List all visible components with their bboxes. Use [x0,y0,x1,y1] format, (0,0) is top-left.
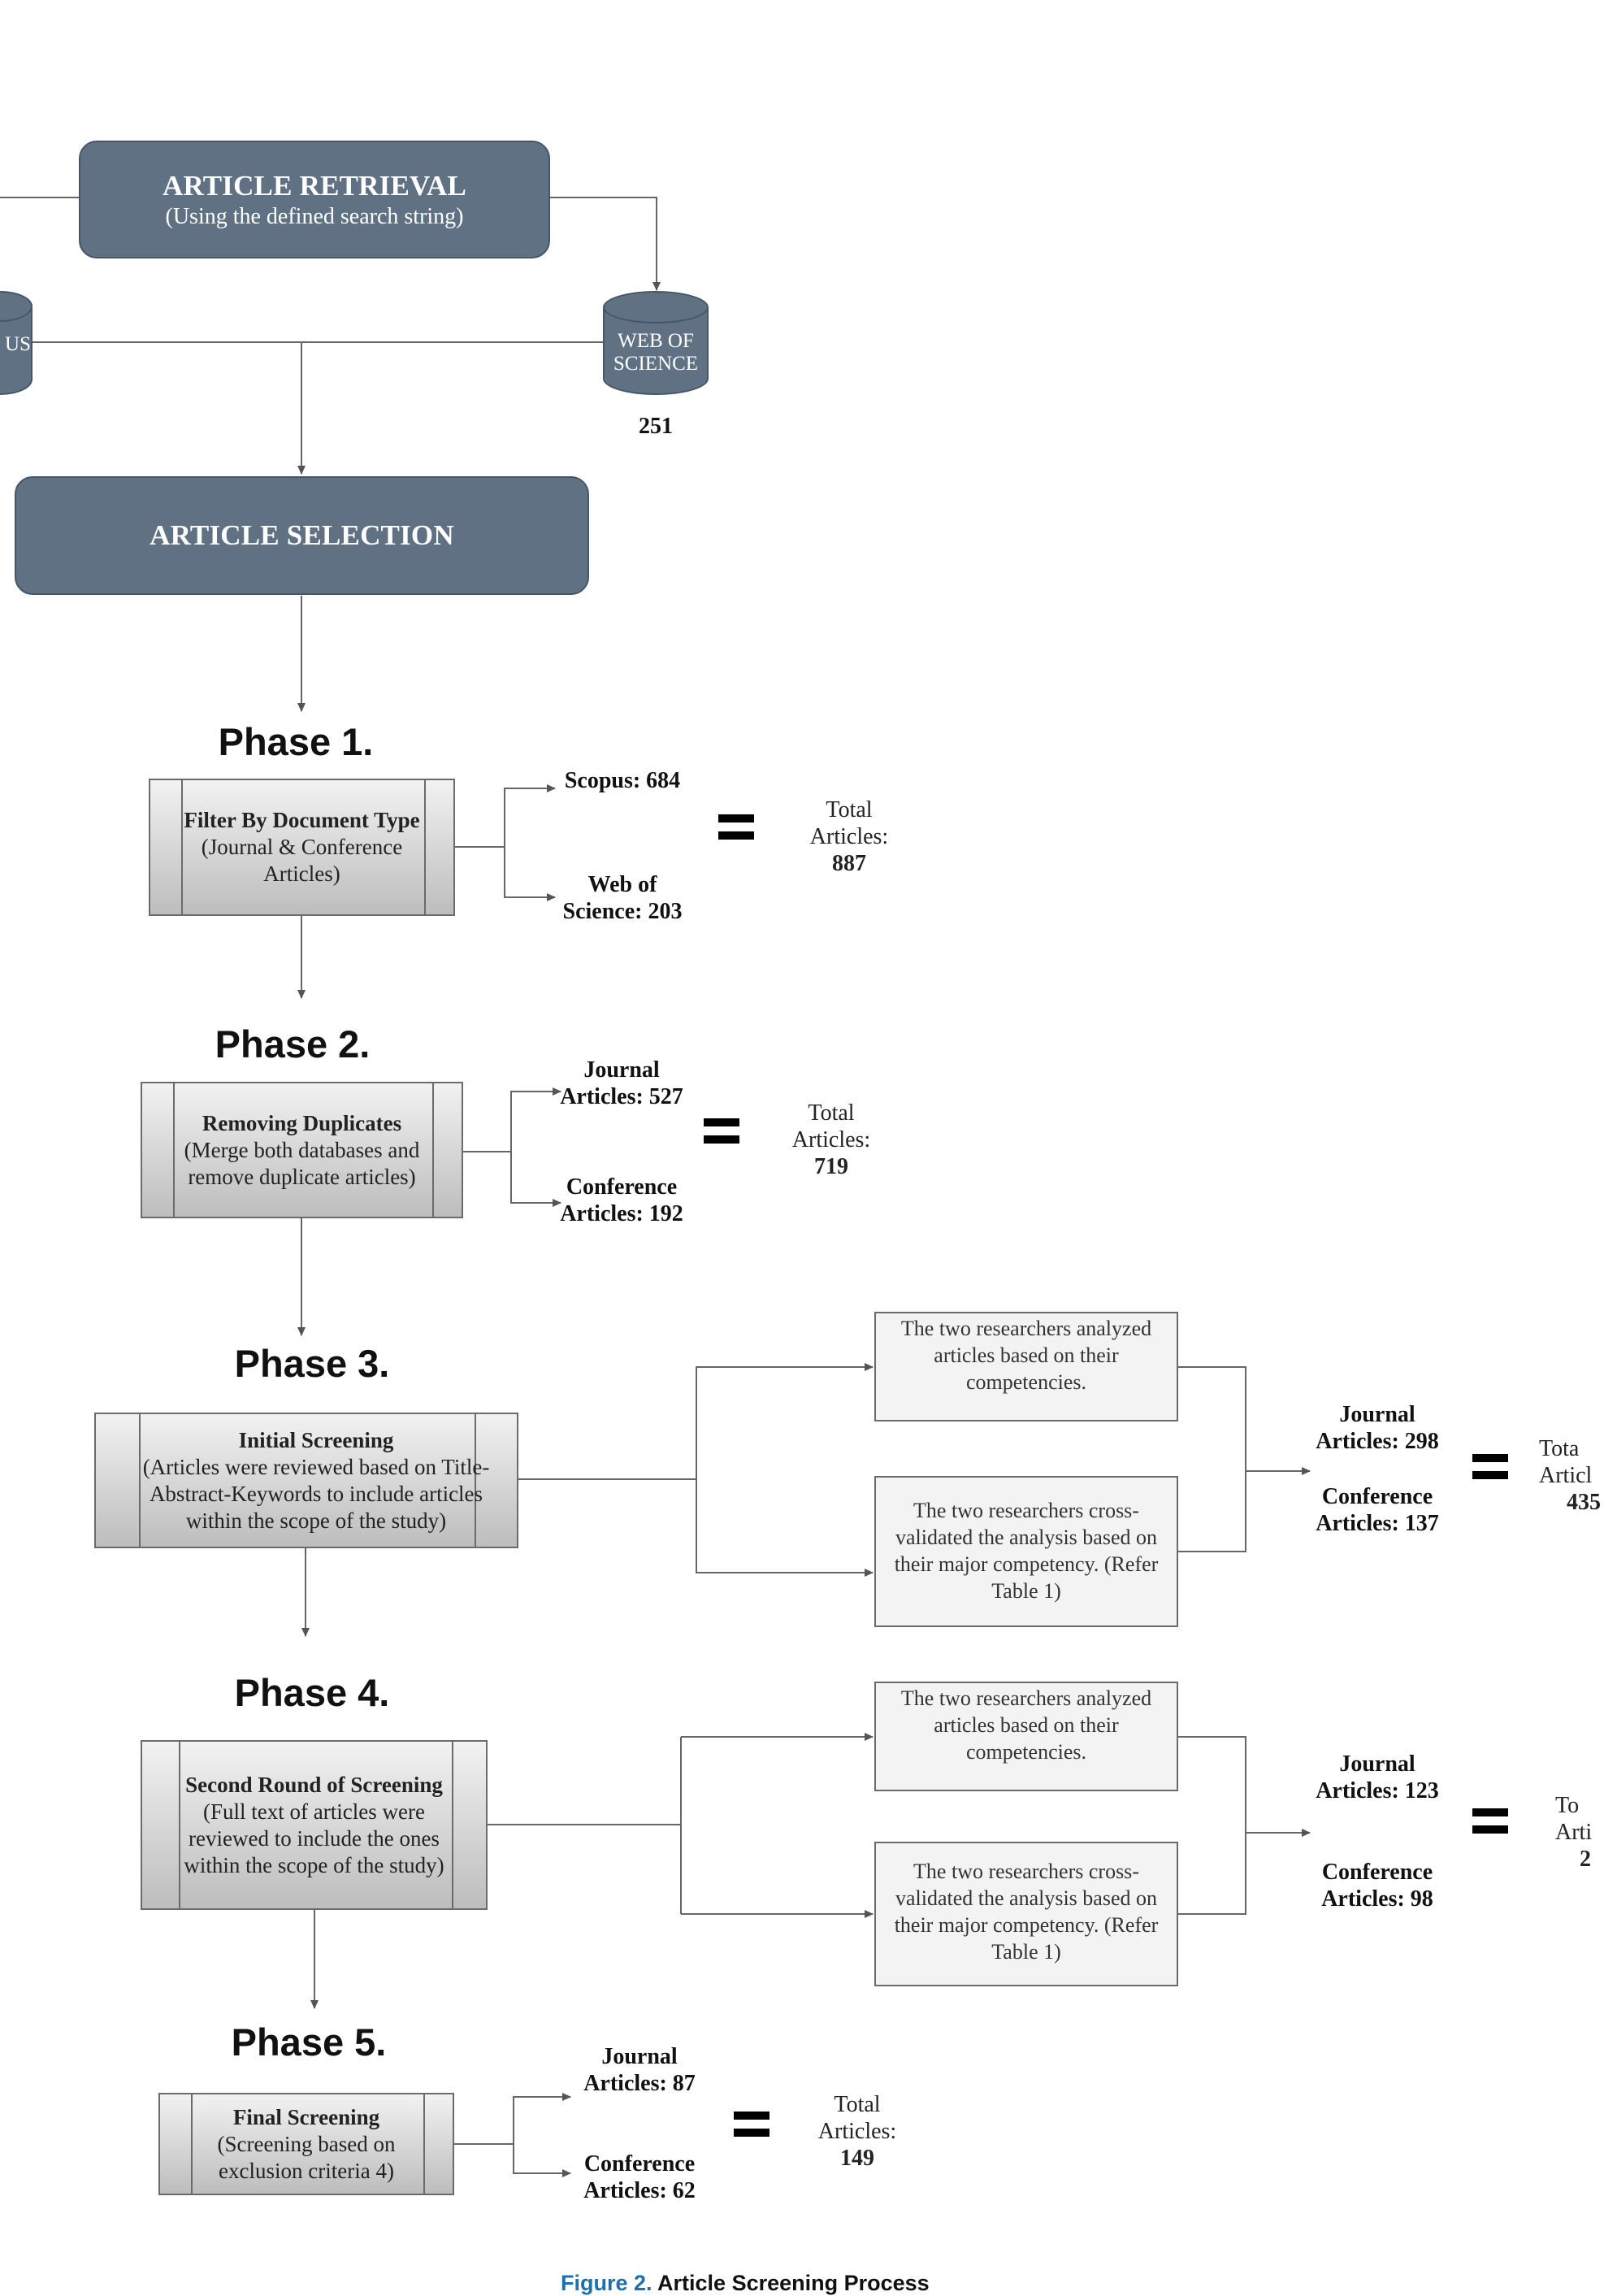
phase4-output-a: Journal Articles: 123 [1316,1751,1439,1803]
phase3-note-crossvalidated: The two researchers cross-validated the … [874,1476,1178,1627]
phase1-output-b: Web of Science: 203 [562,872,683,924]
phase3-note-analyzed: The two researchers analyzed articles ba… [874,1312,1178,1421]
web-of-science-database-icon: WEB OF SCIENCE [603,291,709,395]
figure-caption: Figure 2. Article Screening Process [561,2271,1129,2296]
phase4-box-desc: (Full text of articles were reviewed to … [184,1799,444,1877]
phase3-total: Tota Articl 435 [1539,1435,1604,1516]
phase5-output-b: Conference Articles: 62 [583,2151,696,2203]
phase3-heading: Phase 3. [234,1342,390,1385]
phase5-output-a: Journal Articles: 87 [583,2044,696,2096]
article-retrieval-box: ARTICLE RETRIEVAL (Using the defined sea… [79,141,550,258]
wos-label-line2: SCIENCE [613,353,699,375]
phase2-output-a: Journal Articles: 527 [560,1057,683,1109]
phase2-box: Removing Duplicates (Merge both database… [141,1082,463,1218]
phase5-total-value: 149 [840,2146,874,2171]
phase4-total: To Arti 2 [1555,1792,1596,1873]
wos-label-line1: WEB OF [618,330,694,352]
phase5-box: Final Screening (Screening based on excl… [158,2093,454,2195]
phase5-total: Total Articles: 149 [800,2091,914,2172]
phase1-box: Filter By Document Type (Journal & Confe… [149,779,455,916]
phase4-equals-icon [1472,1808,1508,1842]
scopus-database-icon: US [0,291,33,395]
wos-count: 251 [639,414,673,439]
phase4-total-value: 2 [1580,1847,1591,1872]
phase3-total-label-1: Tota [1539,1436,1580,1461]
phase4-box-title: Second Round of Screening [185,1772,443,1797]
phase4-note-analyzed: The two researchers analyzed articles ba… [874,1682,1178,1791]
phase5-total-label: Total Articles: [817,2092,897,2144]
phase1-equals-icon [718,814,754,849]
phase2-box-desc: (Merge both databases and remove duplica… [184,1137,420,1189]
phase3-total-value: 435 [1567,1490,1601,1515]
phase3-total-label-2: Articl [1539,1463,1593,1488]
phase4-output-b: Conference Articles: 98 [1321,1860,1433,1912]
phase4-total-label-1: To [1555,1793,1580,1818]
phase5-box-desc: (Screening based on exclusion criteria 4… [217,2131,396,2183]
phase2-total-value: 719 [814,1154,848,1179]
phase3-output-a: Journal Articles: 298 [1316,1402,1439,1454]
phase3-equals-icon [1472,1454,1508,1488]
phase1-total-value: 887 [832,851,866,876]
phase5-heading: Phase 5. [231,2020,387,2064]
phase2-equals-icon [704,1118,739,1152]
phase3-box: Initial Screening (Articles were reviewe… [94,1413,518,1548]
phase1-heading: Phase 1. [218,720,374,763]
phase3-box-title: Initial Screening [238,1427,394,1452]
article-retrieval-subtitle: (Using the defined search string) [165,203,464,229]
phase1-total-label: Total Articles: [809,797,889,849]
phase4-heading: Phase 4. [234,1671,390,1714]
phase2-output-b: Conference Articles: 192 [560,1174,683,1226]
figure-title: Article Screening Process [657,2271,930,2295]
phase2-box-title: Removing Duplicates [202,1110,402,1135]
phase4-note-crossvalidated: The two researchers cross-validated the … [874,1842,1178,1986]
article-selection-title: ARTICLE SELECTION [150,519,454,551]
article-selection-box: ARTICLE SELECTION [15,476,589,595]
phase5-equals-icon [734,2112,769,2146]
phase5-box-title: Final Screening [232,2104,380,2129]
phase1-output-a: Scopus: 684 [564,768,681,793]
phase1-box-title: Filter By Document Type [184,808,420,832]
phase4-box: Second Round of Screening (Full text of … [141,1740,488,1910]
phase4-total-label-2: Arti [1555,1820,1593,1845]
phase2-heading: Phase 2. [215,1022,371,1066]
article-retrieval-title: ARTICLE RETRIEVAL [163,169,466,202]
phase1-box-desc: (Journal & Conference Articles) [201,835,403,886]
left-database-label: US [5,333,31,355]
phase3-output-b: Conference Articles: 137 [1316,1484,1439,1536]
phase3-box-desc: (Articles were reviewed based on Title-A… [142,1454,490,1533]
figure-number: Figure 2. [561,2271,652,2295]
phase2-total-label: Total Articles: [791,1100,871,1152]
phase2-total: Total Articles: 719 [774,1100,888,1180]
phase1-total: Total Articles: 887 [792,796,906,877]
